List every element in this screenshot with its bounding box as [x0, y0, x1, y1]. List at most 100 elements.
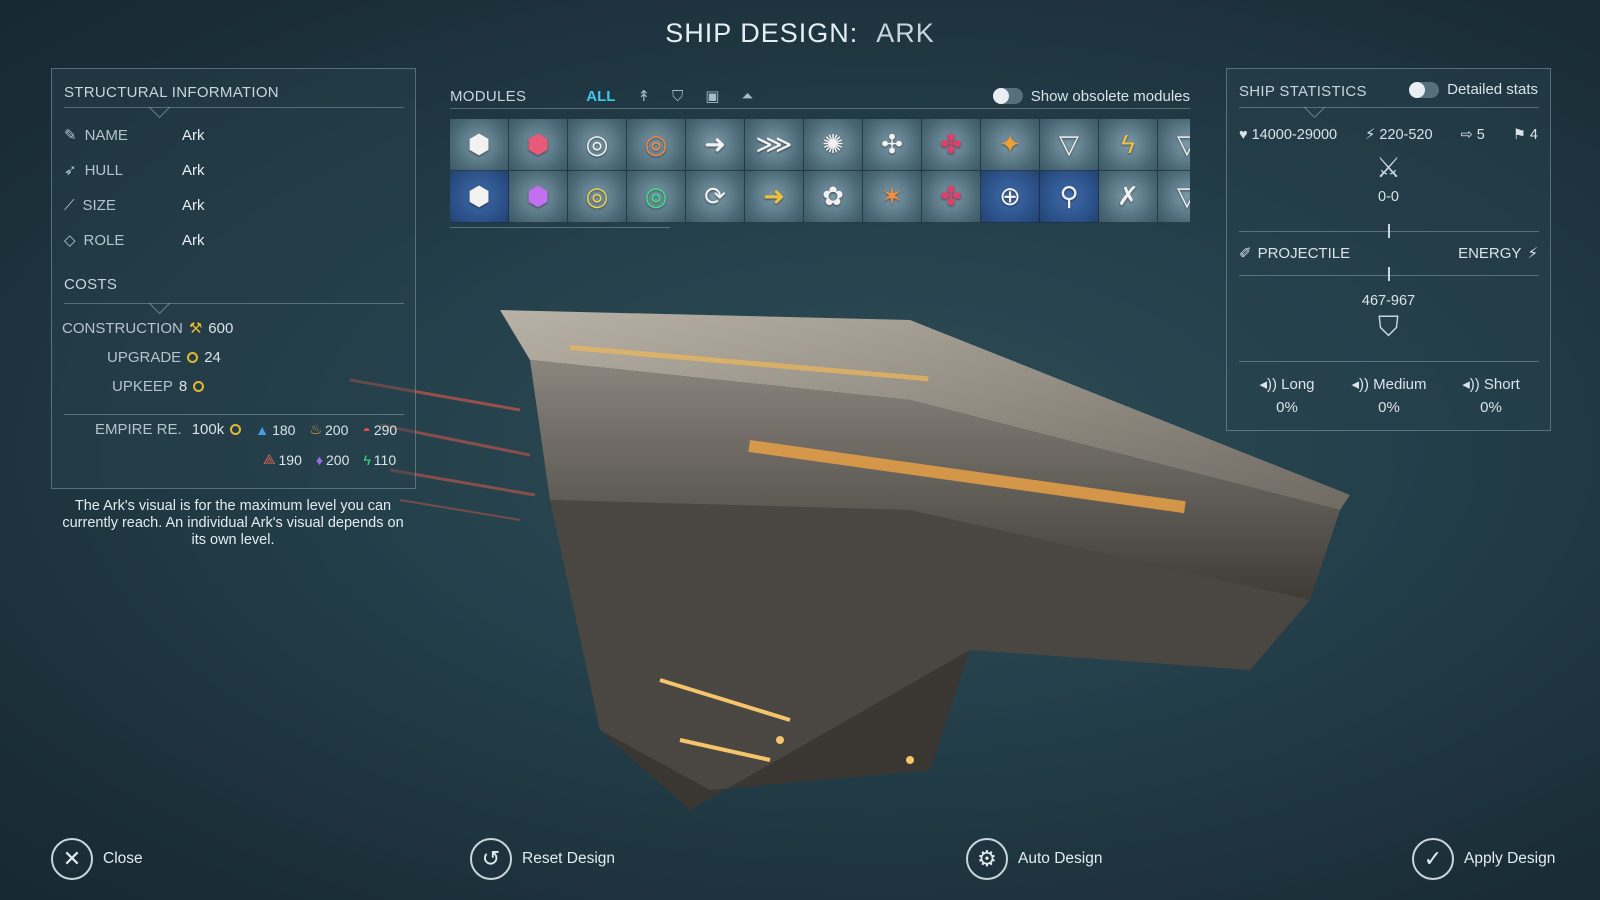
structural-row-name: ✎NAME Ark: [64, 126, 205, 145]
shield-icon: ⛉: [1377, 311, 1399, 342]
page-title: SHIP DESIGN: ARK: [0, 18, 1600, 49]
long-range-icon: ◂)): [1259, 376, 1277, 393]
ruler-icon: ⟋: [64, 196, 75, 214]
move-icon: ⇨: [1460, 127, 1473, 143]
modules-panel: MODULES ALL ↟ ⛉ ▣ ⏶ Show obsolete module…: [450, 78, 1190, 234]
attack-balance-marker: [1388, 224, 1390, 238]
module-refresh-icon[interactable]: ⟳: [686, 171, 745, 223]
module-energy-icon[interactable]: ϟ: [1099, 119, 1158, 171]
structural-size-value: Ark: [182, 196, 205, 214]
sword-icon: ⚔: [1375, 152, 1402, 183]
slots-value: 4: [1529, 127, 1538, 143]
tab-weapons-icon[interactable]: ↟: [637, 88, 651, 105]
apply-design-button[interactable]: ✓ Apply Design: [1412, 838, 1555, 880]
module-arrow-icon[interactable]: ➜: [745, 171, 804, 223]
upgrade-cost: UPGRADE 24: [107, 349, 221, 366]
module-tool-icon[interactable]: ✗: [1099, 171, 1158, 223]
tab-all[interactable]: ALL: [586, 87, 616, 105]
range-short: ◂)) Short 0%: [1462, 376, 1520, 416]
close-icon[interactable]: ✕: [51, 838, 93, 880]
module-shield-icon[interactable]: ◎: [568, 119, 627, 171]
dust-icon: [193, 381, 205, 392]
title-prefix: SHIP DESIGN:: [665, 18, 859, 48]
auriga-icon: ◓: [362, 421, 371, 438]
hp-value: 14000-29000: [1251, 127, 1338, 143]
module-burst-icon[interactable]: ✺: [804, 119, 863, 171]
module-star-icon[interactable]: ✶: [863, 171, 922, 223]
module-cluster-icon[interactable]: ✿: [804, 171, 863, 223]
module-armor-blue-icon[interactable]: ⬢: [450, 171, 509, 223]
module-extra-icon[interactable]: ▽: [1158, 119, 1190, 171]
dust-icon: [187, 352, 199, 363]
tab-support-icon[interactable]: ▣: [705, 88, 720, 105]
reset-design-button[interactable]: ↺ Reset Design: [470, 838, 615, 880]
module-shield-orange-icon[interactable]: ◎: [627, 119, 686, 171]
speed-icon: ⚡: [1365, 127, 1376, 143]
module-move-icon[interactable]: ➜: [686, 119, 745, 171]
module-extra2-icon[interactable]: ▽: [1158, 171, 1190, 223]
module-armor-red-icon[interactable]: ⬢: [509, 119, 568, 171]
crystal-icon: ♦: [315, 451, 324, 468]
gear-icon[interactable]: ⚙: [966, 838, 1008, 880]
costs-title: COSTS: [64, 276, 118, 293]
speed-value: 220-520: [1379, 127, 1433, 143]
titanium-icon: ▲: [255, 421, 270, 438]
empire-resources: EMPIRE RE. 100k ▲180 ♨200 ◓290: [95, 421, 398, 438]
defense-value: 467-967: [1361, 293, 1416, 309]
range-medium: ◂)) Medium 0%: [1351, 376, 1427, 416]
structural-title: STRUCTURAL INFORMATION: [64, 84, 279, 101]
module-bio-icon[interactable]: ✤: [922, 171, 981, 223]
energy-label: ENERGY⚡: [1458, 244, 1538, 263]
ship-model: [350, 310, 1350, 810]
upkeep-cost: UPKEEP 8: [112, 378, 205, 395]
reset-icon[interactable]: ↺: [470, 838, 512, 880]
hyperium-icon: ♨: [309, 421, 322, 437]
module-sensor-icon[interactable]: ▽: [1040, 119, 1099, 171]
modules-title: MODULES: [450, 87, 527, 105]
obsolete-switch[interactable]: [992, 88, 1023, 104]
structural-role-value: Ark: [182, 231, 205, 249]
module-cloak-icon[interactable]: ✤: [922, 119, 981, 171]
module-speed-icon[interactable]: ⋙: [745, 119, 804, 171]
projectile-label: ✐PROJECTILE: [1239, 244, 1351, 263]
structural-row-size: ⟋SIZE Ark: [64, 196, 205, 214]
stats-summary: ♥14000-29000 ⚡220-520 ⇨5 ⚑4: [1227, 127, 1550, 143]
module-target-icon[interactable]: ⊕: [981, 171, 1040, 223]
attack-value: 0-0: [1378, 189, 1399, 205]
pencil-icon: ✎: [64, 127, 77, 144]
structural-panel: STRUCTURAL INFORMATION ✎NAME Ark ➶HULL A…: [51, 68, 416, 489]
structural-row-hull: ➶HULL Ark: [64, 161, 205, 180]
tab-defense-icon[interactable]: ⛉: [672, 87, 684, 105]
ark-visual-note: The Ark's visual is for the maximum leve…: [62, 498, 404, 548]
module-repair-icon[interactable]: ✦: [981, 119, 1040, 171]
auto-design-button[interactable]: ⚙ Auto Design: [966, 838, 1102, 880]
adamantian-icon: ⟁: [263, 451, 276, 467]
module-armor-icon[interactable]: ⬢: [450, 119, 509, 171]
antimatter-icon: ϟ: [363, 451, 371, 468]
hammer-icon: ⚒: [188, 320, 203, 337]
medium-range-icon: ◂)): [1351, 376, 1369, 393]
structural-hull-value: Ark: [182, 161, 205, 179]
detailed-stats-toggle[interactable]: Detailed stats: [1409, 81, 1538, 98]
close-button[interactable]: ✕ Close: [51, 838, 143, 880]
detailed-switch[interactable]: [1409, 81, 1440, 98]
ship-icon: ➶: [64, 162, 77, 179]
module-shield-green-icon[interactable]: ◎: [627, 171, 686, 223]
tab-engines-icon[interactable]: ⏶: [741, 87, 754, 105]
module-shield-yellow-icon[interactable]: ◎: [568, 171, 627, 223]
construction-cost: CONSTRUCTION ⚒ 600: [62, 319, 234, 338]
ship-name: ARK: [876, 18, 935, 48]
flag-icon: ⚑: [1512, 127, 1526, 143]
check-icon[interactable]: ✓: [1412, 838, 1454, 880]
damage-type-marker: [1388, 267, 1390, 281]
module-drone-icon[interactable]: ✣: [863, 119, 922, 171]
short-range-icon: ◂)): [1462, 376, 1480, 393]
structural-name-value: Ark: [182, 126, 205, 144]
range-long: ◂)) Long 0%: [1259, 376, 1315, 416]
heart-icon: ♥: [1239, 127, 1248, 143]
structural-row-role: ◇ROLE Ark: [64, 231, 205, 250]
module-scan-icon[interactable]: ⚲: [1040, 171, 1099, 223]
module-armor-purple-icon[interactable]: ⬢: [509, 171, 568, 223]
show-obsolete-toggle[interactable]: Show obsolete modules: [992, 88, 1190, 105]
